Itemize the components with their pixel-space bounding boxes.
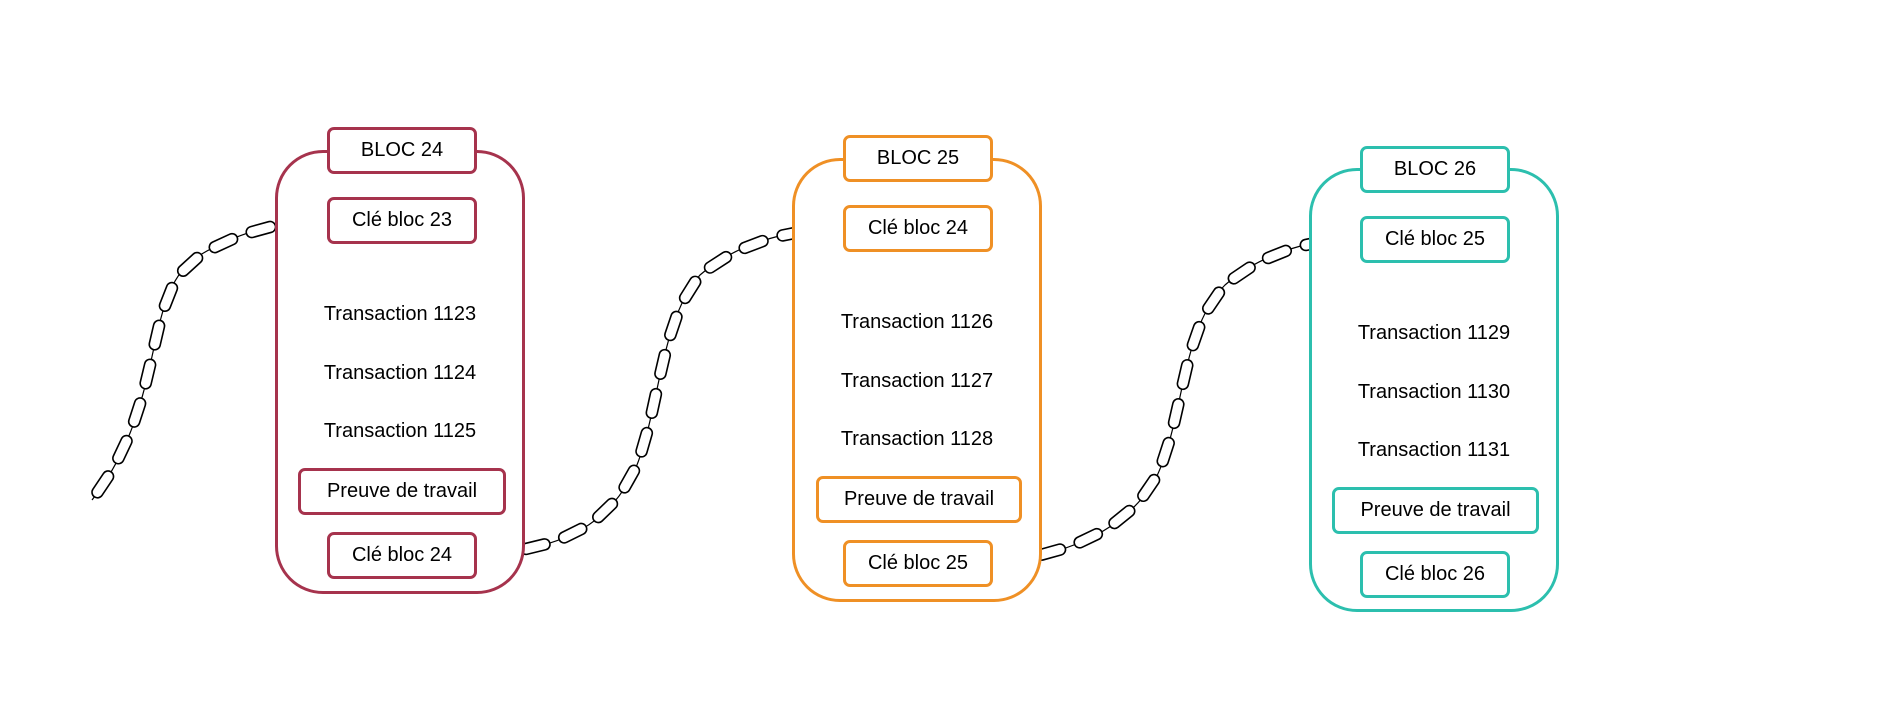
block-26-transaction-1: Transaction 1129 <box>1357 322 1511 344</box>
block-24-key: Clé bloc 24 <box>327 532 477 579</box>
chain-1-link-6 <box>176 251 204 278</box>
chain-2-link-6 <box>645 387 663 420</box>
block-25-transaction-3: Transaction 1128 <box>840 428 994 450</box>
chain-3-link-6 <box>1167 397 1185 430</box>
chain-3-link-7 <box>1176 358 1194 391</box>
chain-3-link-10 <box>1227 261 1256 285</box>
chain-2-link-11 <box>738 234 769 255</box>
chain-1-link-2 <box>127 397 147 428</box>
chain-2-link-9 <box>678 275 702 305</box>
chain-2-link-5 <box>635 426 654 458</box>
block-24-previous-key: Clé bloc 23 <box>327 197 477 244</box>
block-25-previous-key: Clé bloc 24 <box>843 205 993 252</box>
chain-1-link-1 <box>112 434 133 465</box>
chain-1-link-0 <box>91 470 115 499</box>
block-26-transaction-2: Transaction 1130 <box>1357 381 1511 403</box>
chain-2-link-2 <box>557 522 588 544</box>
block-26-proof-of-work: Preuve de travail <box>1332 487 1539 534</box>
block-24-transaction-1: Transaction 1123 <box>323 303 477 325</box>
block-26-transaction-3: Transaction 1131 <box>1357 439 1511 461</box>
block-24-transaction-2: Transaction 1124 <box>323 362 477 384</box>
chain-1-link-4 <box>148 319 166 351</box>
block-25-title: BLOC 25 <box>843 135 993 182</box>
chain-3-link-3 <box>1108 504 1136 530</box>
chain-2-link-3 <box>592 497 619 524</box>
block-24-title: BLOC 24 <box>327 127 477 174</box>
block-25-transaction-1: Transaction 1126 <box>840 311 994 333</box>
chain-3-link-8 <box>1186 320 1206 352</box>
chain-1-link-5 <box>158 281 179 313</box>
chain-1-link-3 <box>139 358 157 390</box>
chain-2-link-7 <box>654 348 672 380</box>
chain-3-link-2 <box>1073 527 1104 549</box>
block-25-proof-of-work: Preuve de travail <box>816 476 1022 523</box>
chain-3-link-9 <box>1201 286 1226 315</box>
block-24-proof-of-work: Preuve de travail <box>298 468 506 515</box>
block-24-transaction-3: Transaction 1125 <box>323 420 477 442</box>
chain-1-link-8 <box>245 220 277 239</box>
block-26-previous-key: Clé bloc 25 <box>1360 216 1510 263</box>
chain-2-link-4 <box>618 464 641 494</box>
chain-3-link-5 <box>1156 436 1175 468</box>
chain-3-link-4 <box>1137 473 1161 503</box>
block-26-title: BLOC 26 <box>1360 146 1510 193</box>
chain-2-link-8 <box>664 310 683 342</box>
chain-3-link-11 <box>1261 244 1293 265</box>
block-25-key: Clé bloc 25 <box>843 540 993 587</box>
block-25-transaction-2: Transaction 1127 <box>840 370 994 392</box>
block-26-key: Clé bloc 26 <box>1360 551 1510 598</box>
chain-1-link-7 <box>208 232 239 254</box>
chain-2-link-10 <box>703 250 733 274</box>
